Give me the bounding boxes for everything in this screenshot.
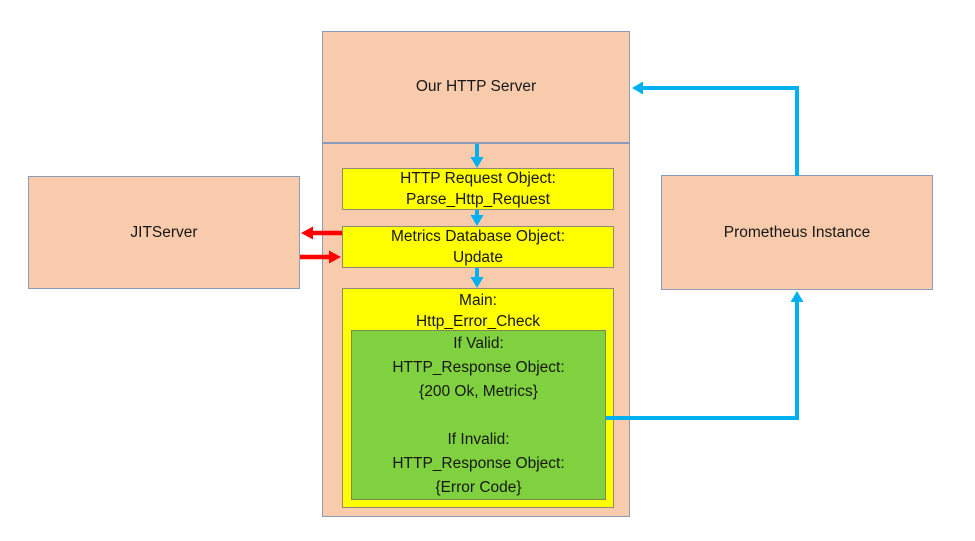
- metrics-database-object-line2: Update: [453, 249, 503, 266]
- prometheus-label: Prometheus Instance: [723, 223, 871, 241]
- http-response-box: If Valid: HTTP_Response Object: {200 Ok,…: [351, 330, 606, 500]
- response-invalid-line3: {Error Code}: [435, 479, 522, 496]
- http-request-object-line1: HTTP Request Object:: [400, 170, 556, 187]
- http-request-object-line2: Parse_Http_Request: [406, 191, 550, 208]
- arrow-prometheus-to-server-icon: [632, 81, 799, 176]
- response-invalid-line2: HTTP_Response Object:: [392, 455, 565, 472]
- jitserver-label: JITServer: [130, 223, 198, 241]
- arrow-response-to-prometheus-icon: [606, 291, 804, 420]
- main-line2: Http_Error_Check: [415, 313, 541, 330]
- prometheus-box: Prometheus Instance: [661, 175, 933, 290]
- http-server-box: Our HTTP Server: [322, 31, 630, 143]
- response-spacer: [352, 404, 605, 428]
- response-valid-line1: If Valid:: [453, 335, 504, 352]
- response-valid-line2: HTTP_Response Object:: [392, 359, 565, 376]
- response-valid-line3: {200 Ok, Metrics}: [419, 383, 538, 400]
- http-request-object-box: HTTP Request Object: Parse_Http_Request: [342, 168, 614, 210]
- metrics-database-object-line1: Metrics Database Object:: [390, 228, 565, 245]
- http-server-label: Our HTTP Server: [415, 78, 537, 95]
- jitserver-box: JITServer: [28, 176, 300, 289]
- main-line1: Main:: [459, 292, 497, 309]
- metrics-database-object-box: Metrics Database Object: Update: [342, 226, 614, 268]
- response-invalid-line1: If Invalid:: [447, 431, 510, 448]
